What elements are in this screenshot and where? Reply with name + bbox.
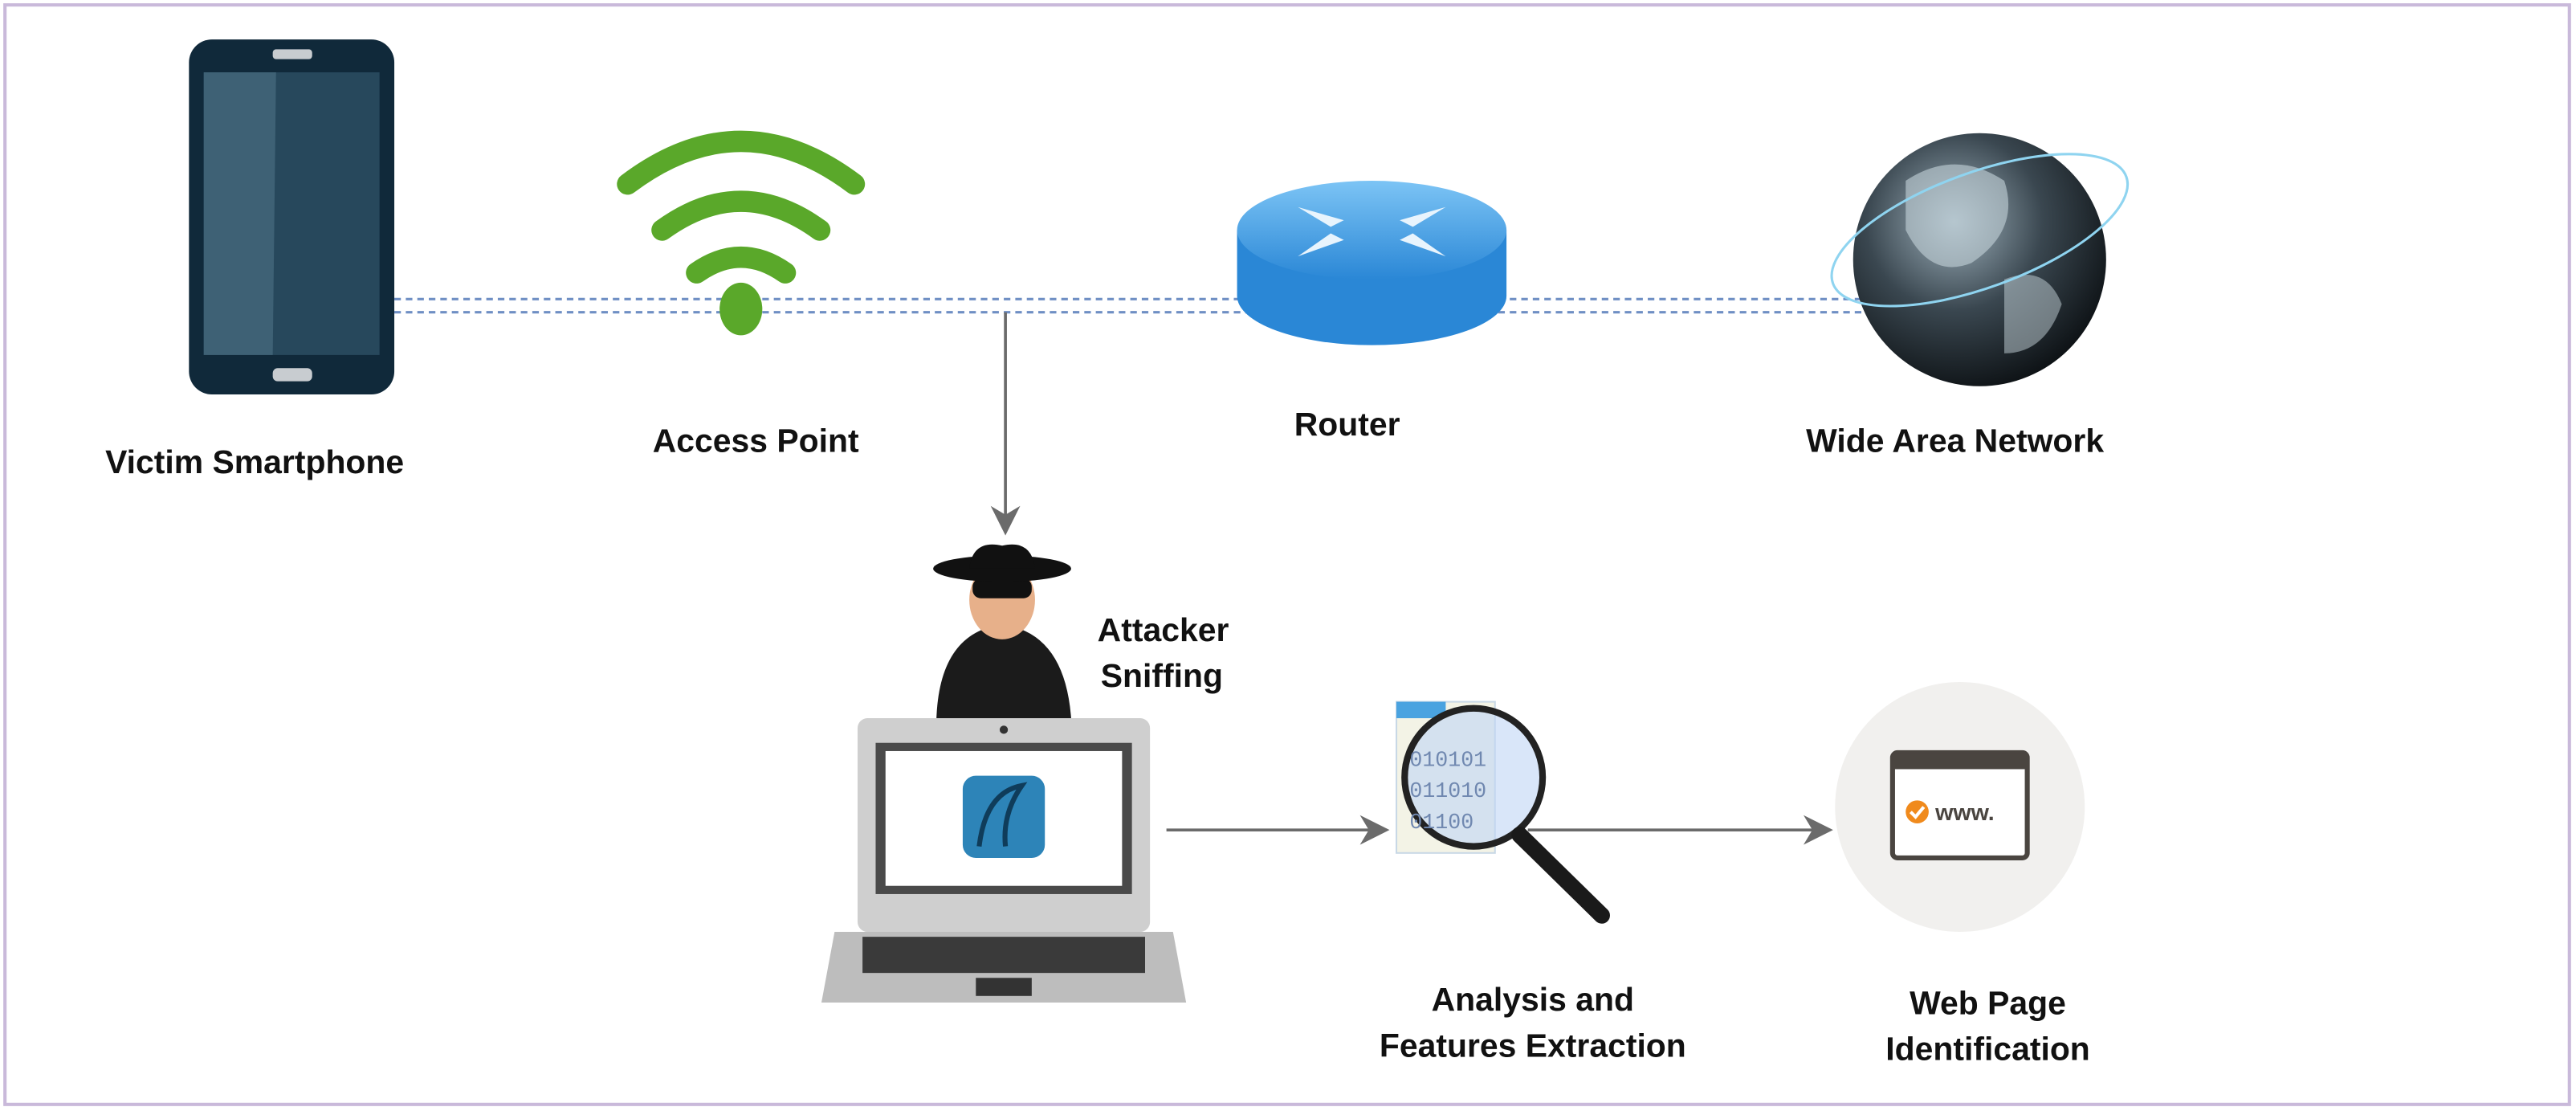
- magnifier-document-icon: 010101 011010 01100: [1396, 701, 1610, 924]
- attacker-label-line1: Attacker: [1098, 611, 1229, 648]
- network-link: [394, 297, 1873, 314]
- wifi-icon: [617, 130, 866, 336]
- binary-line: 01100: [1409, 811, 1473, 835]
- laptop-wireshark-icon: [821, 718, 1187, 1003]
- binary-line: 010101: [1409, 748, 1486, 772]
- wan-label: Wide Area Network: [1806, 423, 2104, 460]
- browser-www-icon: www.: [1835, 682, 2085, 933]
- www-text: www.: [1934, 800, 1995, 826]
- binary-line: 011010: [1409, 779, 1486, 803]
- hacker-icon: [933, 544, 1071, 719]
- router-label: Router: [1294, 406, 1400, 443]
- analysis-label-line2: Features Extraction: [1380, 1027, 1686, 1064]
- frame-border: [3, 3, 2571, 1106]
- attacker-label-line2: Sniffing: [1101, 657, 1223, 694]
- access-point-label: Access Point: [653, 423, 859, 460]
- victim-label: Victim Smartphone: [105, 443, 404, 480]
- analysis-label-line1: Analysis and: [1432, 981, 1634, 1018]
- smartphone-icon: [189, 39, 395, 395]
- globe-icon: [1830, 133, 2130, 386]
- webpage-label-line1: Web Page: [1910, 984, 2066, 1021]
- router-icon: [1237, 181, 1507, 345]
- webpage-label-line2: Identification: [1885, 1031, 2090, 1068]
